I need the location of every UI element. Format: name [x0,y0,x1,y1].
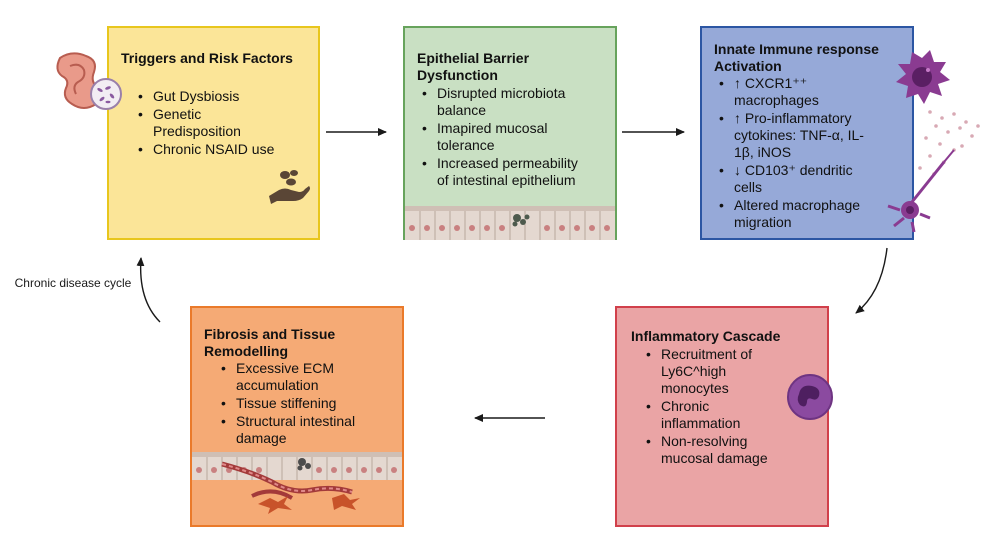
list-item: Disrupted microbiota balance [419,85,599,119]
triggers-title: Triggers and Risk Factors [121,50,293,66]
fibrosis-title: Fibrosis and Tissue Remodelling [204,326,336,359]
list-item: Gut Dysbiosis [135,88,310,105]
cascade-list: Recruitment of Ly6C^high monocytes Chron… [643,346,808,468]
inflammatory-cascade-box: Inflammatory Cascade Recruitment of Ly6C… [615,306,833,527]
monocyte-icon [787,374,833,420]
list-item: Chronic NSAID use [135,141,310,158]
hand-pills-icon [269,170,310,204]
innate-title: Innate Immune response Activation [714,41,879,74]
list-item: Altered macrophage migration [716,197,881,231]
dendritic-cell-icon [887,149,955,233]
epithelial-list: Disrupted microbiota balance Imapired mu… [419,85,599,190]
fibrosis-list: Excessive ECM accumulation Tissue stiffe… [218,360,388,448]
fibroblast-icon [192,452,402,514]
cascade-title: Inflammatory Cascade [631,328,781,344]
triggers-list: Gut Dysbiosis Genetic Predisposition Chr… [135,88,310,159]
triggers-box: Triggers and Risk Factors Gut Dysbiosis … [107,26,320,240]
intestine-icon [56,52,122,110]
macrophage-icon [896,50,950,104]
arrow-cycle-return [136,257,161,323]
list-item: Excessive ECM accumulation [218,360,366,394]
list-item: Recruitment of Ly6C^high monocytes [643,346,781,397]
cycle-label: Chronic disease cycle [14,276,132,290]
list-item: ↓ CD103⁺ dendritic cells [716,162,881,196]
fibrosis-box: Fibrosis and Tissue Remodelling Excessiv… [190,306,404,527]
list-item: Structural intestinal damage [218,413,396,447]
list-item: Increased permeability of intestinal epi… [419,155,592,189]
list-item: Non-resolving mucosal damage [643,433,801,467]
innate-list: ↑ CXCR1⁺⁺ macrophages ↑ Pro-inflammatory… [716,75,881,232]
list-item: Chronic inflammation [643,398,761,432]
epithelial-title: Epithelial Barrier Dysfunction [417,50,530,83]
innate-immune-box: Innate Immune response Activation ↑ CXCR… [700,26,914,240]
list-item: Tissue stiffening [218,395,388,412]
list-item: Genetic Predisposition [135,106,273,140]
arrow-innate-to-cascade [855,247,888,314]
epithelial-barrier-box: Epithelial Barrier Dysfunction Disrupted… [403,26,617,240]
list-item: ↑ CXCR1⁺⁺ macrophages [716,75,839,109]
list-item: Imapired mucosal tolerance [419,120,599,154]
epithelium-icon [405,206,615,240]
list-item: ↑ Pro-inflammatory cytokines: TNF-α, IL-… [716,110,874,161]
cytokine-dots-icon [918,110,980,176]
